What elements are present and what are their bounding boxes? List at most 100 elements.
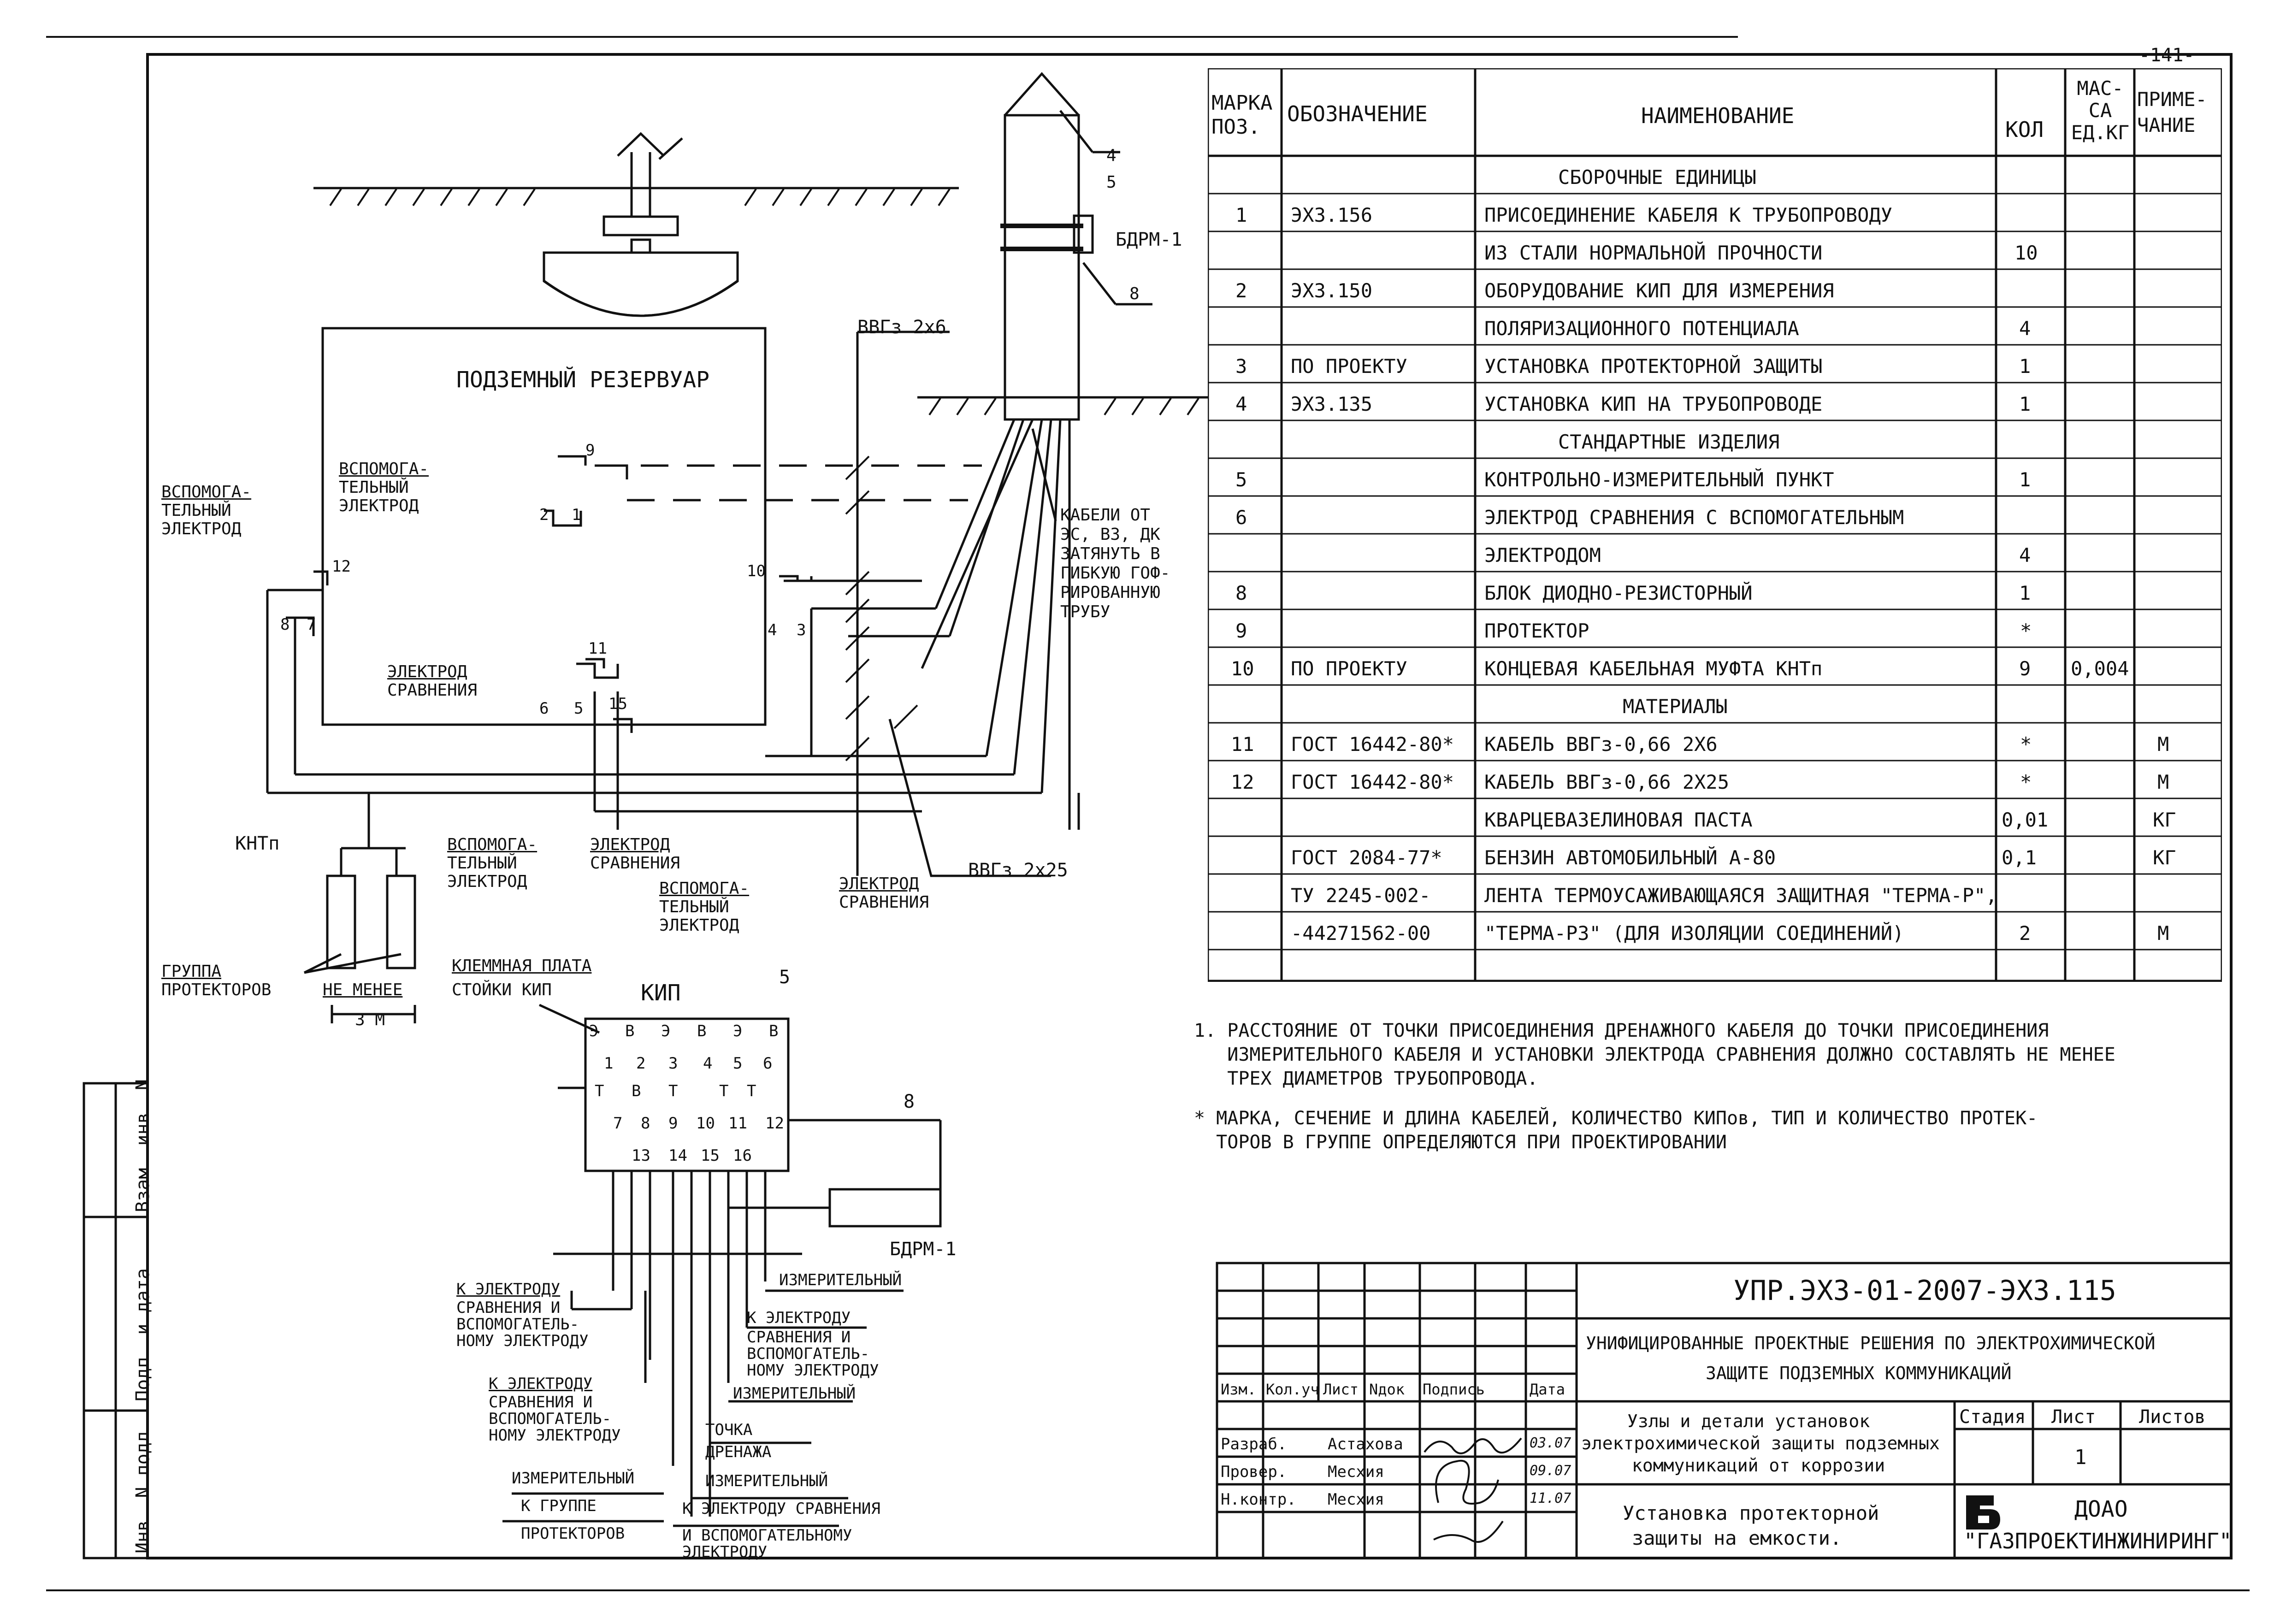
leg-right-1: ИЗМЕРИТЕЛЬНЫЙ [779, 1271, 902, 1289]
rev-header: Лист [1323, 1381, 1359, 1398]
terminal-sub: Т [747, 1082, 756, 1100]
rev-header: Подпись [1423, 1381, 1485, 1398]
terminal-sub: Т [668, 1082, 678, 1100]
row-name: ИЗ СТАЛИ НОРМАЛЬНОЙ ПРОЧНОСТИ [1484, 242, 1823, 264]
terminal-number: 15 [701, 1146, 720, 1165]
row-note: КГ [2153, 846, 2176, 869]
label-line: ЭЛЕКТРОДУ [682, 1543, 768, 1561]
callout-number: 6 [539, 699, 549, 718]
row-pos: 9 [1235, 620, 1247, 642]
cable-label-top: ВВГз 2х6 [857, 317, 946, 338]
row-qty: * [2020, 771, 2032, 793]
side-stamp-inv: Инв. N подл. [132, 1420, 154, 1553]
label-line: ЭЛЕКТРОД [387, 662, 467, 681]
section-title: МАТЕРИАЛЫ [1623, 695, 1728, 718]
terminal-number: 12 [765, 1114, 784, 1133]
org-full-name: "ГАЗПРОЕКТИНЖИНИРИНГ" [1964, 1529, 2232, 1553]
cable-label-bottom: ВВГз 2х25 [968, 860, 1068, 881]
kntp-label: КНТп [235, 833, 280, 854]
label-line: ДРЕНАЖА [705, 1443, 772, 1461]
row-qty: 4 [2019, 544, 2031, 567]
label-line: ТЕЛЬНЫЙ [339, 478, 409, 497]
row-note: М [2157, 922, 2169, 945]
label-line: КЛЕММНАЯ ПЛАТА [452, 957, 592, 975]
row-name: "ТЕРМА-РЗ" (ДЛЯ ИЗОЛЯЦИИ СОЕДИНЕНИЙ) [1484, 922, 1904, 945]
callout-number: 7 [307, 615, 316, 634]
note-1: 1. РАССТОЯНИЕ ОТ ТОЧКИ ПРИСОЕДИНЕНИЯ ДРЕ… [1194, 1020, 2115, 1089]
name-checker: Месхия [1328, 1463, 1384, 1481]
row-pos: 6 [1235, 506, 1247, 529]
row-code: ПО ПРОЕКТУ [1291, 355, 1407, 378]
row-name: БЛОК ДИОДНО-РЕЗИСТОРНЫЙ [1484, 582, 1753, 604]
callout-number: 10 [747, 562, 766, 580]
row-name: ЛЕНТА ТЕРМОУСАЖИВАЮЩАЯСЯ ЗАЩИТНАЯ "ТЕРМА… [1484, 884, 1997, 907]
cables-note-line: РИРОВАННУЮ [1060, 583, 1160, 602]
terminal-number: 7 [613, 1114, 623, 1133]
row-qty: * [2020, 620, 2032, 642]
cables-note-line: ЭС, ВЗ, ДК [1060, 525, 1160, 544]
rail-mark: В [625, 1022, 635, 1040]
label-line: ВСПОМОГА- [339, 460, 429, 478]
row-name: ОБОРУДОВАНИЕ КИП ДЛЯ ИЗМЕРЕНИЯ [1484, 279, 1834, 302]
header-qty: КОЛ [2005, 117, 2044, 142]
row-note: М [2157, 771, 2169, 793]
row-pos: 4 [1235, 393, 1247, 415]
bdrm-label-bottom: БДРМ-1 [890, 1239, 957, 1260]
label-line: СРАВНЕНИЯ И [489, 1393, 593, 1411]
row-code: ГОСТ 16442-80* [1291, 733, 1454, 756]
drawing-title-line2: защиты на емкости. [1632, 1527, 1842, 1549]
ref-electrode-left-label: ЭЛЕКТРОД СРАВНЕНИЯ [387, 664, 477, 699]
terminal-number: 1 [604, 1054, 614, 1073]
terminal-sub: Т [595, 1082, 604, 1100]
callout-number: 4 [768, 621, 777, 639]
row-code: -44271562-00 [1291, 922, 1431, 945]
bdrm-label-top: БДРМ-1 [1116, 229, 1182, 250]
label-line: К ЭЛЕКТРОДУ [456, 1280, 561, 1299]
row-code: ЭХЗ.150 [1291, 279, 1373, 302]
label-line: ЭЛЕКТРОД [447, 872, 527, 891]
org-name: ДОАО [2074, 1496, 2128, 1522]
leg-right-6: К ЭЛЕКТРОДУ СРАВНЕНИЯ И ВСПОМОГАТЕЛЬНОМУ… [682, 1501, 880, 1560]
terminal-number: 4 [703, 1054, 713, 1073]
drawing-title-line1: Установка протекторной [1623, 1502, 1879, 1524]
min-distance-label: НЕ МЕНЕЕ [323, 980, 403, 999]
cables-note-line: ГИБКУЮ ГОФ- [1060, 564, 1170, 583]
label-line: СРАВНЕНИЯ И [456, 1299, 561, 1317]
name-norm-control: Месхия [1328, 1490, 1384, 1509]
doc-code: УПР.ЭХЗ-01-2007-ЭХЗ.115 [1733, 1275, 2116, 1307]
terminal-number: 9 [668, 1114, 678, 1133]
row-name: БЕНЗИН АВТОМОБИЛЬНЫЙ А-80 [1484, 846, 1776, 869]
section-title: СТАНДАРТНЫЕ ИЗДЕЛИЯ [1558, 431, 1780, 453]
rail-mark: В [769, 1022, 779, 1040]
row-qty: 1 [2019, 582, 2031, 604]
label-line: СРАВНЕНИЯ И [747, 1328, 851, 1346]
row-name: КАБЕЛЬ ВВГз-0,66 2Х25 [1484, 771, 1730, 793]
terminal-number: 13 [632, 1146, 650, 1165]
label-line: СТОЙКИ КИП [452, 980, 552, 999]
label-line: ЭЛЕКТРОД [339, 496, 419, 515]
row-qty: 10 [2014, 242, 2038, 264]
cables-note: КАБЕЛИ ОТ ЭС, ВЗ, ДК ЗАТЯНУТЬ В ГИБКУЮ Г… [1060, 507, 1170, 620]
project-title-line1: УНИФИЦИРОВАННЫЕ ПРОЕКТНЫЕ РЕШЕНИЯ ПО ЭЛЕ… [1586, 1333, 2156, 1353]
label-line: ЭЛЕКТРОД [839, 874, 919, 893]
row-name: ЭЛЕКТРОД СРАВНЕНИЯ С ВСПОМОГАТЕЛЬНЫМ [1484, 506, 1904, 529]
row-code: ЭХЗ.156 [1291, 204, 1373, 226]
row-name: ПРОТЕКТОР [1484, 620, 1589, 642]
callout-number: 12 [332, 557, 351, 576]
reservoir-label: ПОДЗЕМНЫЙ РЕЗЕРВУАР [456, 367, 710, 393]
cables-note-line: КАБЕЛИ ОТ [1060, 506, 1151, 525]
sheet-title-line2: электрохимической защиты подземных [1581, 1433, 1940, 1453]
label-line: ЭЛЕКТРОД [161, 520, 242, 538]
label-line: ВСПОМОГАТЕЛЬ- [456, 1315, 579, 1334]
row-qty: 1 [2019, 355, 2031, 378]
callout-number: 3 [797, 621, 806, 639]
kip-title: КИП [641, 980, 681, 1006]
kip-callout: 5 [779, 967, 791, 988]
callout-number: 5 [1106, 173, 1116, 192]
leg-left-1: К ЭЛЕКТРОДУ СРАВНЕНИЯ И ВСПОМОГАТЕЛЬ- НО… [456, 1281, 589, 1349]
leg-right-2: К ЭЛЕКТРОДУ СРАВНЕНИЯ И ВСПОМОГАТЕЛЬ- НО… [747, 1310, 879, 1378]
header-mass: МАС- СА ЕД.КГ [2071, 77, 2130, 144]
min-distance-value: 3 М [355, 1010, 385, 1029]
rail-mark: Э [733, 1022, 743, 1040]
